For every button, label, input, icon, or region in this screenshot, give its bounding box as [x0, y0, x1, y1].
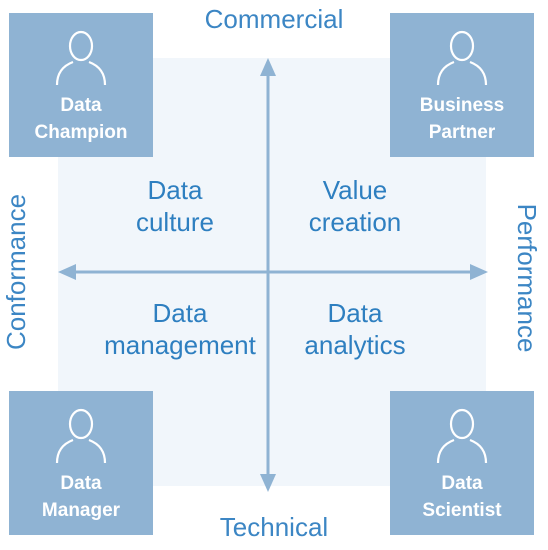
quadrant-line: Data [327, 298, 383, 328]
role-name-line: Data [441, 473, 483, 494]
quadrant-line: creation [308, 207, 402, 237]
quadrant-data-culture: Data culture [105, 174, 245, 238]
role-name-line: Manager [41, 500, 121, 521]
quadrant-line: Value [322, 175, 388, 205]
role-name-line: Data [60, 473, 102, 494]
role-name-line: Scientist [422, 500, 502, 521]
quadrant-value-creation: Value creation [280, 174, 430, 238]
quadrant-line: management [104, 330, 256, 360]
role-name-line: Business [419, 95, 505, 116]
role-name-line: Partner [428, 122, 496, 143]
role-box-data-scientist: Data Scientist [390, 391, 534, 535]
quadrant-line: analytics [304, 330, 406, 360]
quadrant-line: culture [135, 207, 215, 237]
role-box-data-manager: Data Manager [9, 391, 153, 535]
axis-label-commercial: Commercial [204, 4, 344, 34]
role-name-line: Data [60, 95, 102, 116]
quadrant-line: Data [152, 298, 208, 328]
person-icon [436, 30, 488, 86]
person-icon [55, 30, 107, 86]
role-box-business-partner: Business Partner [390, 13, 534, 157]
person-icon [55, 408, 107, 464]
role-box-data-champion: Data Champion [9, 13, 153, 157]
quadrant-line: Data [147, 175, 203, 205]
axis-label-conformance: Conformance [1, 193, 31, 351]
axis-label-performance: Performance [512, 203, 542, 353]
person-icon [436, 408, 488, 464]
quadrant-data-analytics: Data analytics [280, 297, 430, 361]
role-name-line: Champion [34, 122, 128, 143]
axis-label-technical: Technical [219, 512, 329, 542]
quadrant-data-management: Data management [85, 297, 275, 361]
